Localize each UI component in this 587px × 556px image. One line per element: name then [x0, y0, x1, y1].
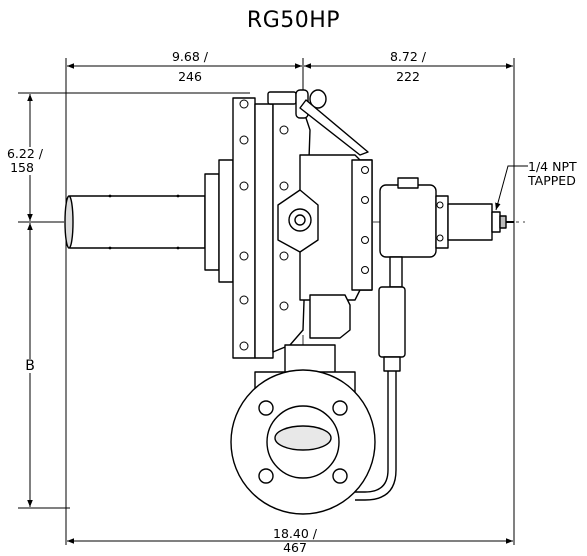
dim-left-lower-label: B — [20, 359, 40, 373]
dim-top-left-imperial: 9.68 / — [171, 49, 209, 64]
callout-line-2: TAPPED — [528, 173, 576, 188]
dim-bottom-imperial: 18.40 / — [273, 526, 317, 541]
drawing-title: RG50HP — [246, 8, 341, 33]
spring-bonnet — [67, 195, 206, 249]
dim-top-right-imperial: 8.72 / — [389, 49, 427, 64]
dim-bottom-metric: 467 — [283, 540, 307, 555]
callout-line-1: 1/4 NPT — [528, 159, 577, 174]
bonnet-marks — [108, 194, 180, 250]
dim-left-upper-imperial: 6.22 / — [0, 147, 50, 161]
tube-fitting — [378, 286, 406, 358]
dim-left-upper-metric: 158 — [0, 161, 44, 175]
diaphragm-flange-right — [254, 103, 274, 359]
dim-top-right-metric: 222 — [396, 69, 420, 84]
callout-leader — [495, 165, 528, 211]
dim-top-left-metric: 246 — [178, 69, 202, 84]
regulator-body — [64, 89, 514, 515]
extension-lines — [18, 58, 515, 545]
pilot-body — [379, 184, 437, 258]
flange-bolts — [239, 99, 444, 351]
